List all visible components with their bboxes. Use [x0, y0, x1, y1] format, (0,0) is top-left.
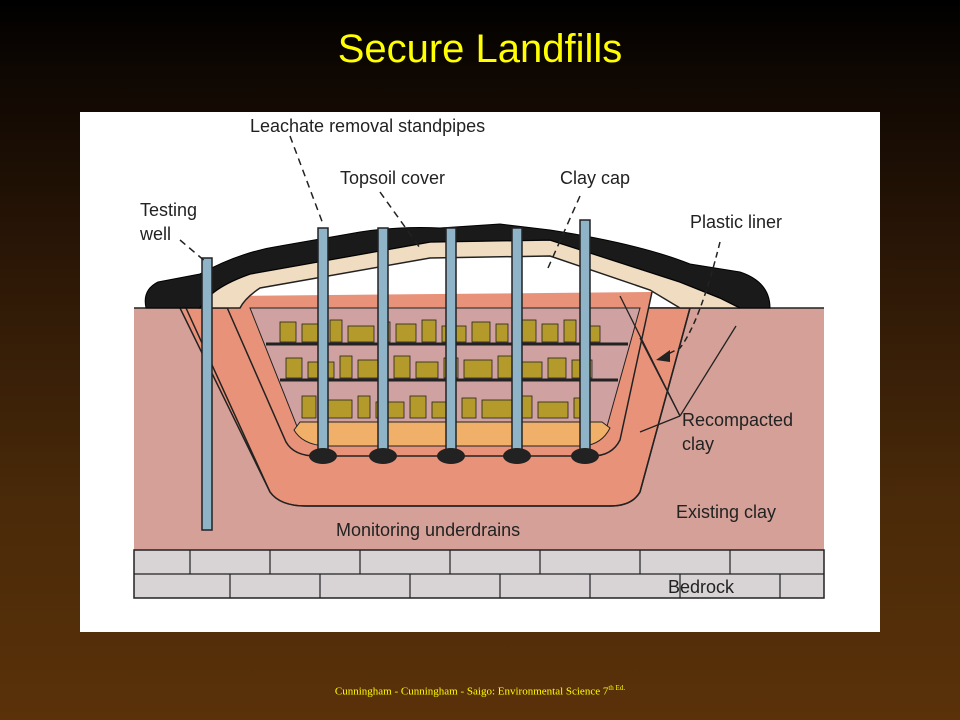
- slide-footer: Cunningham - Cunningham - Saigo: Environ…: [0, 684, 960, 698]
- testing-well: [201, 257, 213, 531]
- label-plastic-liner: Plastic liner: [690, 212, 782, 232]
- landfill-diagram: Leachate removal standpipes Topsoil cove…: [80, 112, 880, 632]
- plastic-liner-arrow: [663, 241, 721, 357]
- footer-citation: Cunningham - Cunningham - Saigo: Environ…: [334, 685, 609, 698]
- label-leachate-standpipes: Leachate removal standpipes: [250, 116, 485, 136]
- label-recompacted-clay-1: Recompacted: [682, 410, 793, 430]
- bedrock-layer: [133, 549, 825, 599]
- topsoil-cover: [144, 223, 771, 309]
- recompacted-leaders: [619, 295, 737, 433]
- label-testing-well-2: well: [139, 224, 171, 244]
- label-existing-clay: Existing clay: [676, 502, 776, 522]
- label-testing-well-1: Testing: [140, 200, 197, 220]
- label-topsoil-cover: Topsoil cover: [340, 168, 445, 188]
- label-recompacted-clay-2: clay: [682, 434, 714, 454]
- landfill-cross-section: Leachate removal standpipes Topsoil cove…: [133, 116, 825, 599]
- slide-title: Secure Landfills: [337, 27, 623, 71]
- footer-edition: th Ed.: [608, 684, 626, 692]
- label-clay-cap: Clay cap: [560, 168, 630, 188]
- pipe-ends: [309, 448, 599, 464]
- label-leaders: [179, 135, 581, 269]
- label-bedrock: Bedrock: [668, 577, 735, 597]
- label-monitoring-underdrains: Monitoring underdrains: [336, 520, 520, 540]
